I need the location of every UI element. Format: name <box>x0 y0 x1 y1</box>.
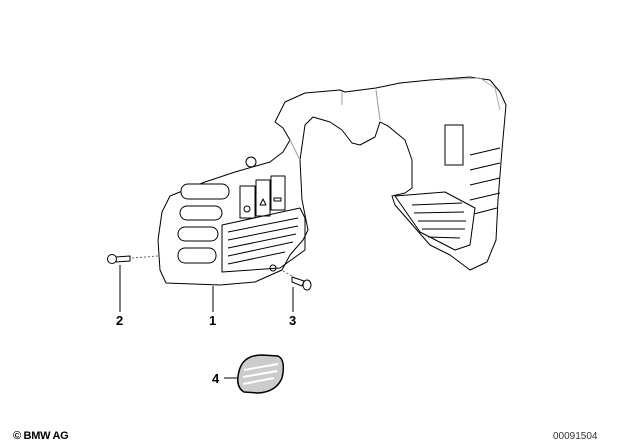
part-4-vent-grille <box>224 354 285 394</box>
right-vents <box>394 124 501 251</box>
part-1-trim-panel <box>157 76 507 286</box>
front-grille <box>221 207 306 273</box>
left-vent-slots <box>177 183 230 264</box>
switch-cluster <box>239 156 286 219</box>
part-3-screw <box>282 270 312 312</box>
callout-1: 1 <box>209 313 217 328</box>
callout-4: 4 <box>212 371 220 386</box>
image-code: 00091504 <box>553 431 598 442</box>
callout-2: 2 <box>116 313 124 328</box>
part-2-screw <box>107 254 159 312</box>
copyright-text: © BMW AG <box>13 430 69 442</box>
callout-3: 3 <box>289 313 297 328</box>
